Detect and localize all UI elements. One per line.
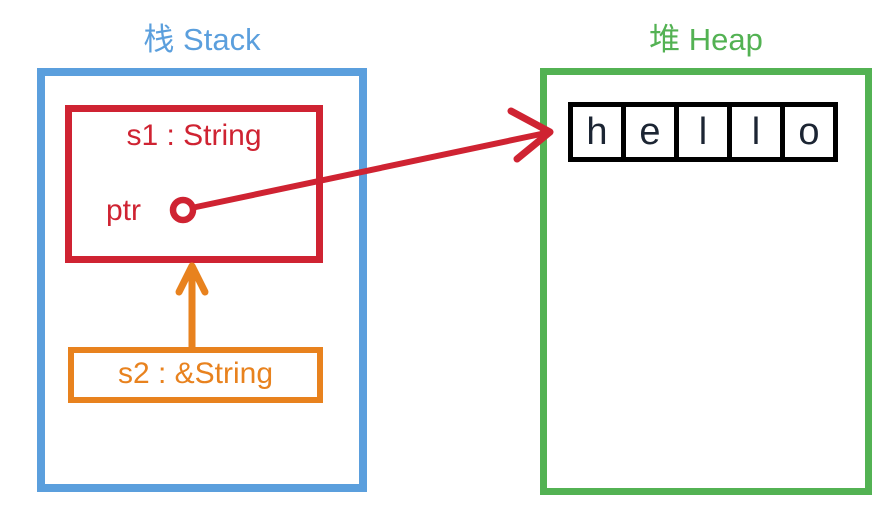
s2-label: s2 : &String [117, 357, 274, 390]
string-cell: l [679, 107, 727, 157]
string-cell: l [732, 107, 780, 157]
ptr-label: ptr [106, 194, 142, 227]
heap-box [540, 68, 872, 495]
stack-title: 栈 Stack [143, 22, 261, 57]
s1-label: s1 : String [126, 119, 262, 152]
heap-title: 堆 Heap [649, 22, 763, 57]
string-cell: o [785, 107, 833, 157]
s2-variable-box [68, 347, 323, 403]
string-cell: e [626, 107, 674, 157]
string-cell: h [573, 107, 621, 157]
stack-box [37, 68, 367, 492]
heap-string-cells: h e l l o [568, 102, 838, 162]
